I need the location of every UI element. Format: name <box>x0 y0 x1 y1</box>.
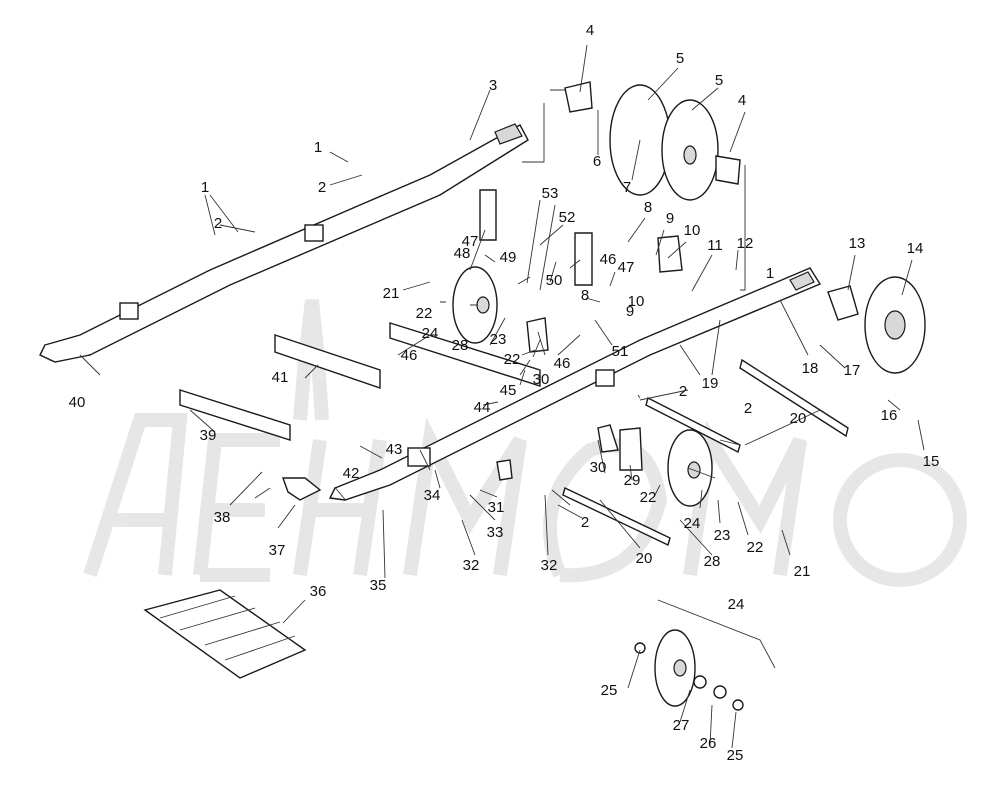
callout-1: 1 <box>201 179 209 196</box>
right-rail <box>328 267 822 501</box>
callout-2: 2 <box>744 400 752 417</box>
watermark-logo <box>83 299 967 587</box>
skid-plate <box>143 589 307 679</box>
callout-23: 23 <box>714 527 731 544</box>
callout-12: 12 <box>737 235 754 252</box>
callout-5: 5 <box>715 72 723 89</box>
callout-43: 43 <box>386 441 403 458</box>
callout-45: 45 <box>500 382 517 399</box>
callout-24: 24 <box>684 515 701 532</box>
callout-8: 8 <box>644 199 652 216</box>
callout-53: 53 <box>542 185 559 202</box>
callout-35: 35 <box>370 577 387 594</box>
callout-6: 6 <box>593 153 601 170</box>
callout-17: 17 <box>844 362 861 379</box>
callout-30: 30 <box>590 459 607 476</box>
callout-2: 2 <box>318 179 326 196</box>
callout-34: 34 <box>424 487 441 504</box>
mount-brackets <box>479 189 683 481</box>
detail-wheel-assembly <box>634 599 776 711</box>
callout-26: 26 <box>700 735 717 752</box>
callout-42: 42 <box>343 465 360 482</box>
callout-21: 21 <box>383 285 400 302</box>
callout-2: 2 <box>214 215 222 232</box>
callout-18: 18 <box>802 360 819 377</box>
callout-15: 15 <box>923 453 940 470</box>
front-wheels <box>564 81 741 201</box>
callout-44: 44 <box>474 399 491 416</box>
leader-lines <box>79 44 925 749</box>
cross-shafts <box>179 322 541 441</box>
callout-1: 1 <box>766 265 774 282</box>
callout-19: 19 <box>702 375 719 392</box>
callout-48: 48 <box>454 245 471 262</box>
callout-1: 1 <box>314 139 322 156</box>
callout-41: 41 <box>272 369 289 386</box>
callout-22: 22 <box>747 539 764 556</box>
callout-31: 31 <box>488 499 505 516</box>
callout-47: 47 <box>618 259 635 276</box>
callout-46: 46 <box>600 251 617 268</box>
rear-bolts-and-tubes <box>282 358 849 546</box>
callout-4: 4 <box>738 92 746 109</box>
callout-28: 28 <box>452 337 469 354</box>
callout-11: 11 <box>707 237 723 254</box>
callout-10: 10 <box>684 222 701 239</box>
callout-29: 29 <box>624 472 641 489</box>
callout-20: 20 <box>636 550 653 567</box>
callout-46: 46 <box>554 355 571 372</box>
callout-7: 7 <box>623 179 631 196</box>
callout-30: 30 <box>533 371 550 388</box>
callout-labels: 1 2 1 2 3 4 5 5 4 6 7 53 52 8 9 10 11 12… <box>69 22 940 764</box>
callout-50: 50 <box>546 272 563 289</box>
callout-25: 25 <box>727 747 744 764</box>
callout-28: 28 <box>704 553 721 570</box>
callout-5: 5 <box>676 50 684 67</box>
callout-24: 24 <box>728 596 745 613</box>
callout-16: 16 <box>881 407 898 424</box>
callout-10: 10 <box>628 293 645 310</box>
callout-2: 2 <box>581 514 589 531</box>
idler-wheels <box>452 266 926 507</box>
callout-37: 37 <box>269 542 286 559</box>
callout-32: 32 <box>463 557 480 574</box>
callout-40: 40 <box>69 394 86 411</box>
callout-24: 24 <box>422 325 439 342</box>
callout-22: 22 <box>416 305 433 322</box>
callout-2: 2 <box>679 383 687 400</box>
callout-8: 8 <box>581 287 589 304</box>
callout-47: 47 <box>462 233 479 250</box>
callout-22: 22 <box>640 489 657 506</box>
callout-38: 38 <box>214 509 231 526</box>
callout-46: 46 <box>401 347 418 364</box>
callout-4: 4 <box>586 22 594 39</box>
callout-32: 32 <box>541 557 558 574</box>
callout-13: 13 <box>849 235 866 252</box>
callout-20: 20 <box>790 410 807 427</box>
callout-9: 9 <box>626 303 634 320</box>
callout-51: 51 <box>612 343 629 360</box>
callout-9: 9 <box>666 210 674 227</box>
callout-14: 14 <box>907 240 924 257</box>
callout-39: 39 <box>200 427 217 444</box>
callout-25: 25 <box>601 682 618 699</box>
callout-23: 23 <box>490 331 507 348</box>
callout-36: 36 <box>310 583 327 600</box>
callout-22: 22 <box>504 351 521 368</box>
callout-49: 49 <box>500 249 517 266</box>
callout-27: 27 <box>673 717 690 734</box>
callout-21: 21 <box>794 563 811 580</box>
callout-33: 33 <box>487 524 504 541</box>
left-rail <box>39 123 529 363</box>
callout-3: 3 <box>489 77 497 94</box>
callout-52: 52 <box>559 209 576 226</box>
